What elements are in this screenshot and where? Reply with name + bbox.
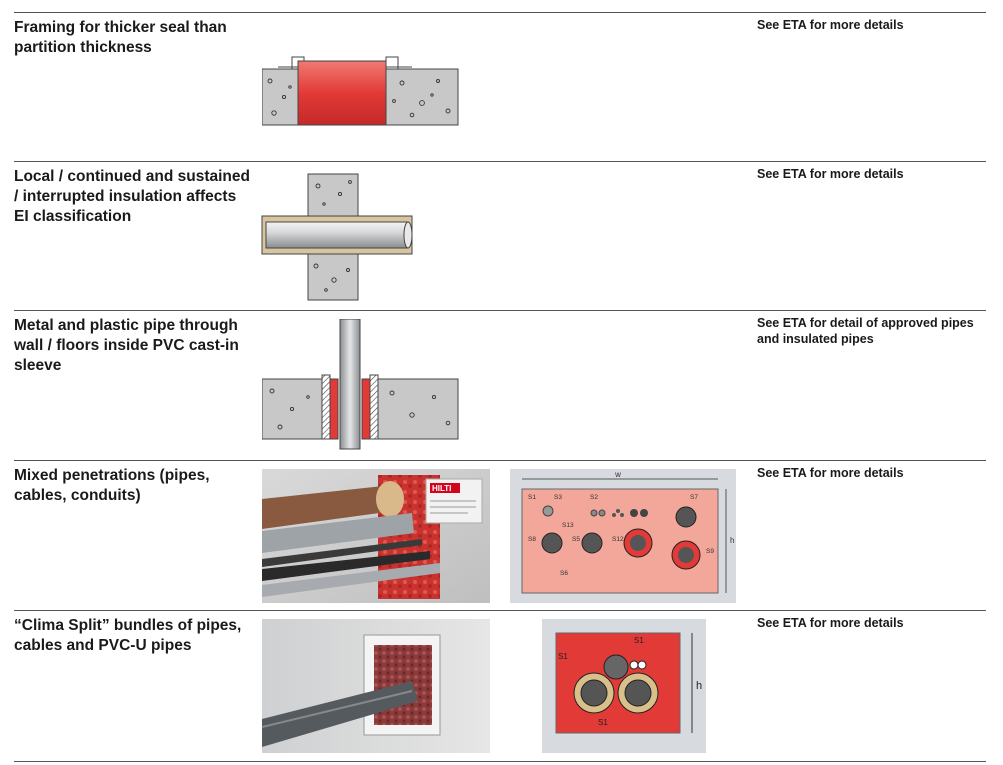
label-s2: S2 — [590, 494, 598, 501]
panel — [555, 632, 681, 734]
label-s6: S6 — [560, 570, 568, 577]
row-note: See ETA for more details — [757, 466, 904, 480]
vertical-pipe — [339, 319, 361, 450]
pipe-end — [403, 221, 413, 249]
row-title: Mixed penetrations (pipes, cables, condu… — [14, 467, 210, 504]
label-s1: S1 — [528, 494, 536, 501]
label-s1-bottom: S1 — [598, 718, 608, 727]
slab-left — [262, 378, 323, 440]
row-insulation: Local / continued and sustained / interr… — [14, 161, 986, 311]
row-clima-split: “Clima Split” bundles of pipes, cables a… — [14, 610, 986, 760]
label-s9: S9 — [706, 548, 714, 555]
row-title: Metal and plastic pipe through wall / fl… — [14, 317, 239, 374]
row-pvc-sleeve: Metal and plastic pipe through wall / fl… — [14, 310, 986, 460]
label-s1-top: S1 — [634, 636, 644, 645]
label-s13: S13 — [562, 522, 574, 529]
pipe — [265, 221, 409, 249]
label-s12: S12 — [612, 536, 624, 543]
seal-block — [297, 60, 387, 126]
bottom-rule — [14, 761, 986, 762]
concrete-left — [262, 68, 299, 126]
row-title: “Clima Split” bundles of pipes, cables a… — [14, 617, 242, 654]
mixed-diagram: w h S1 S3 S2 S7 S13 S8 S5 S12 S9 S6 — [510, 469, 736, 603]
clima-diagram: h S1 S1 S1 — [542, 619, 706, 753]
row-framing: Framing for thicker seal than partition … — [14, 12, 986, 162]
label-s8: S8 — [528, 536, 536, 543]
label-s5: S5 — [572, 536, 580, 543]
label-h: h — [730, 536, 734, 545]
row-mixed-penetrations: Mixed penetrations (pipes, cables, condu… — [14, 460, 986, 610]
sleeve-diagram — [262, 319, 459, 450]
row-note: See ETA for more details — [757, 18, 904, 32]
hilti-logo: HILTI — [432, 484, 451, 493]
label-s1-left: S1 — [558, 652, 568, 661]
sleeve-hatch-right — [369, 374, 379, 440]
row-note: See ETA for more details — [757, 616, 904, 630]
sleeve-red-right — [361, 378, 371, 440]
framing-diagram — [262, 56, 459, 126]
label-w: w — [614, 470, 621, 479]
insulation-diagram — [261, 173, 413, 301]
slab-right — [377, 378, 459, 440]
sleeve-hatch-left — [321, 374, 331, 440]
row-note: See ETA for more details — [757, 167, 904, 181]
concrete-right — [385, 68, 459, 126]
label-s3: S3 — [554, 494, 562, 501]
row-title: Local / continued and sustained / interr… — [14, 168, 250, 225]
label-h: h — [696, 680, 702, 692]
clima-photo — [262, 619, 490, 753]
label-s7: S7 — [690, 494, 698, 501]
row-note: See ETA for detail of approved pipes and… — [757, 316, 974, 346]
mixed-photo: HILTI — [262, 469, 490, 603]
sleeve-red-left — [329, 378, 339, 440]
row-title: Framing for thicker seal than partition … — [14, 19, 227, 56]
